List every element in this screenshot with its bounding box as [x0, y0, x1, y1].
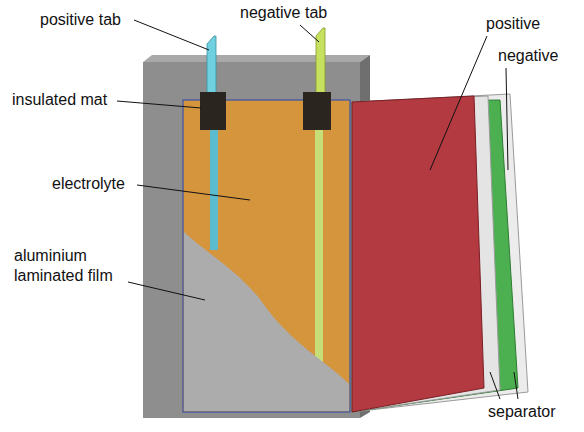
insulated-mat — [303, 92, 331, 130]
plate-top — [143, 55, 370, 62]
leader-line — [514, 372, 518, 399]
separator-page — [352, 94, 528, 412]
leader-line — [117, 101, 201, 108]
positive-tab — [207, 36, 216, 94]
negative-strip — [315, 100, 323, 385]
part-label: separator — [488, 402, 556, 422]
leader-line — [134, 20, 209, 50]
electrolyte-area — [183, 100, 350, 412]
part-label: electrolyte — [52, 174, 125, 194]
leader-line — [137, 185, 250, 200]
leader-line — [506, 68, 508, 170]
part-label: negative tab — [240, 3, 327, 23]
insulated-mat — [200, 92, 226, 130]
separator-page — [352, 96, 500, 412]
part-label: insulated mat — [12, 90, 107, 110]
part-label: aluminium laminated film — [14, 246, 126, 286]
positive-page — [352, 96, 484, 412]
part-label: positive — [486, 14, 540, 34]
back-plate — [143, 62, 360, 418]
leader-line — [430, 36, 487, 170]
negative-tab — [316, 28, 325, 94]
part-label: positive tab — [40, 10, 121, 30]
part-label: negative — [498, 46, 559, 66]
leader-line — [128, 282, 205, 300]
leader-line — [490, 372, 500, 399]
laminated-film — [184, 232, 349, 411]
leader-line — [300, 25, 319, 42]
